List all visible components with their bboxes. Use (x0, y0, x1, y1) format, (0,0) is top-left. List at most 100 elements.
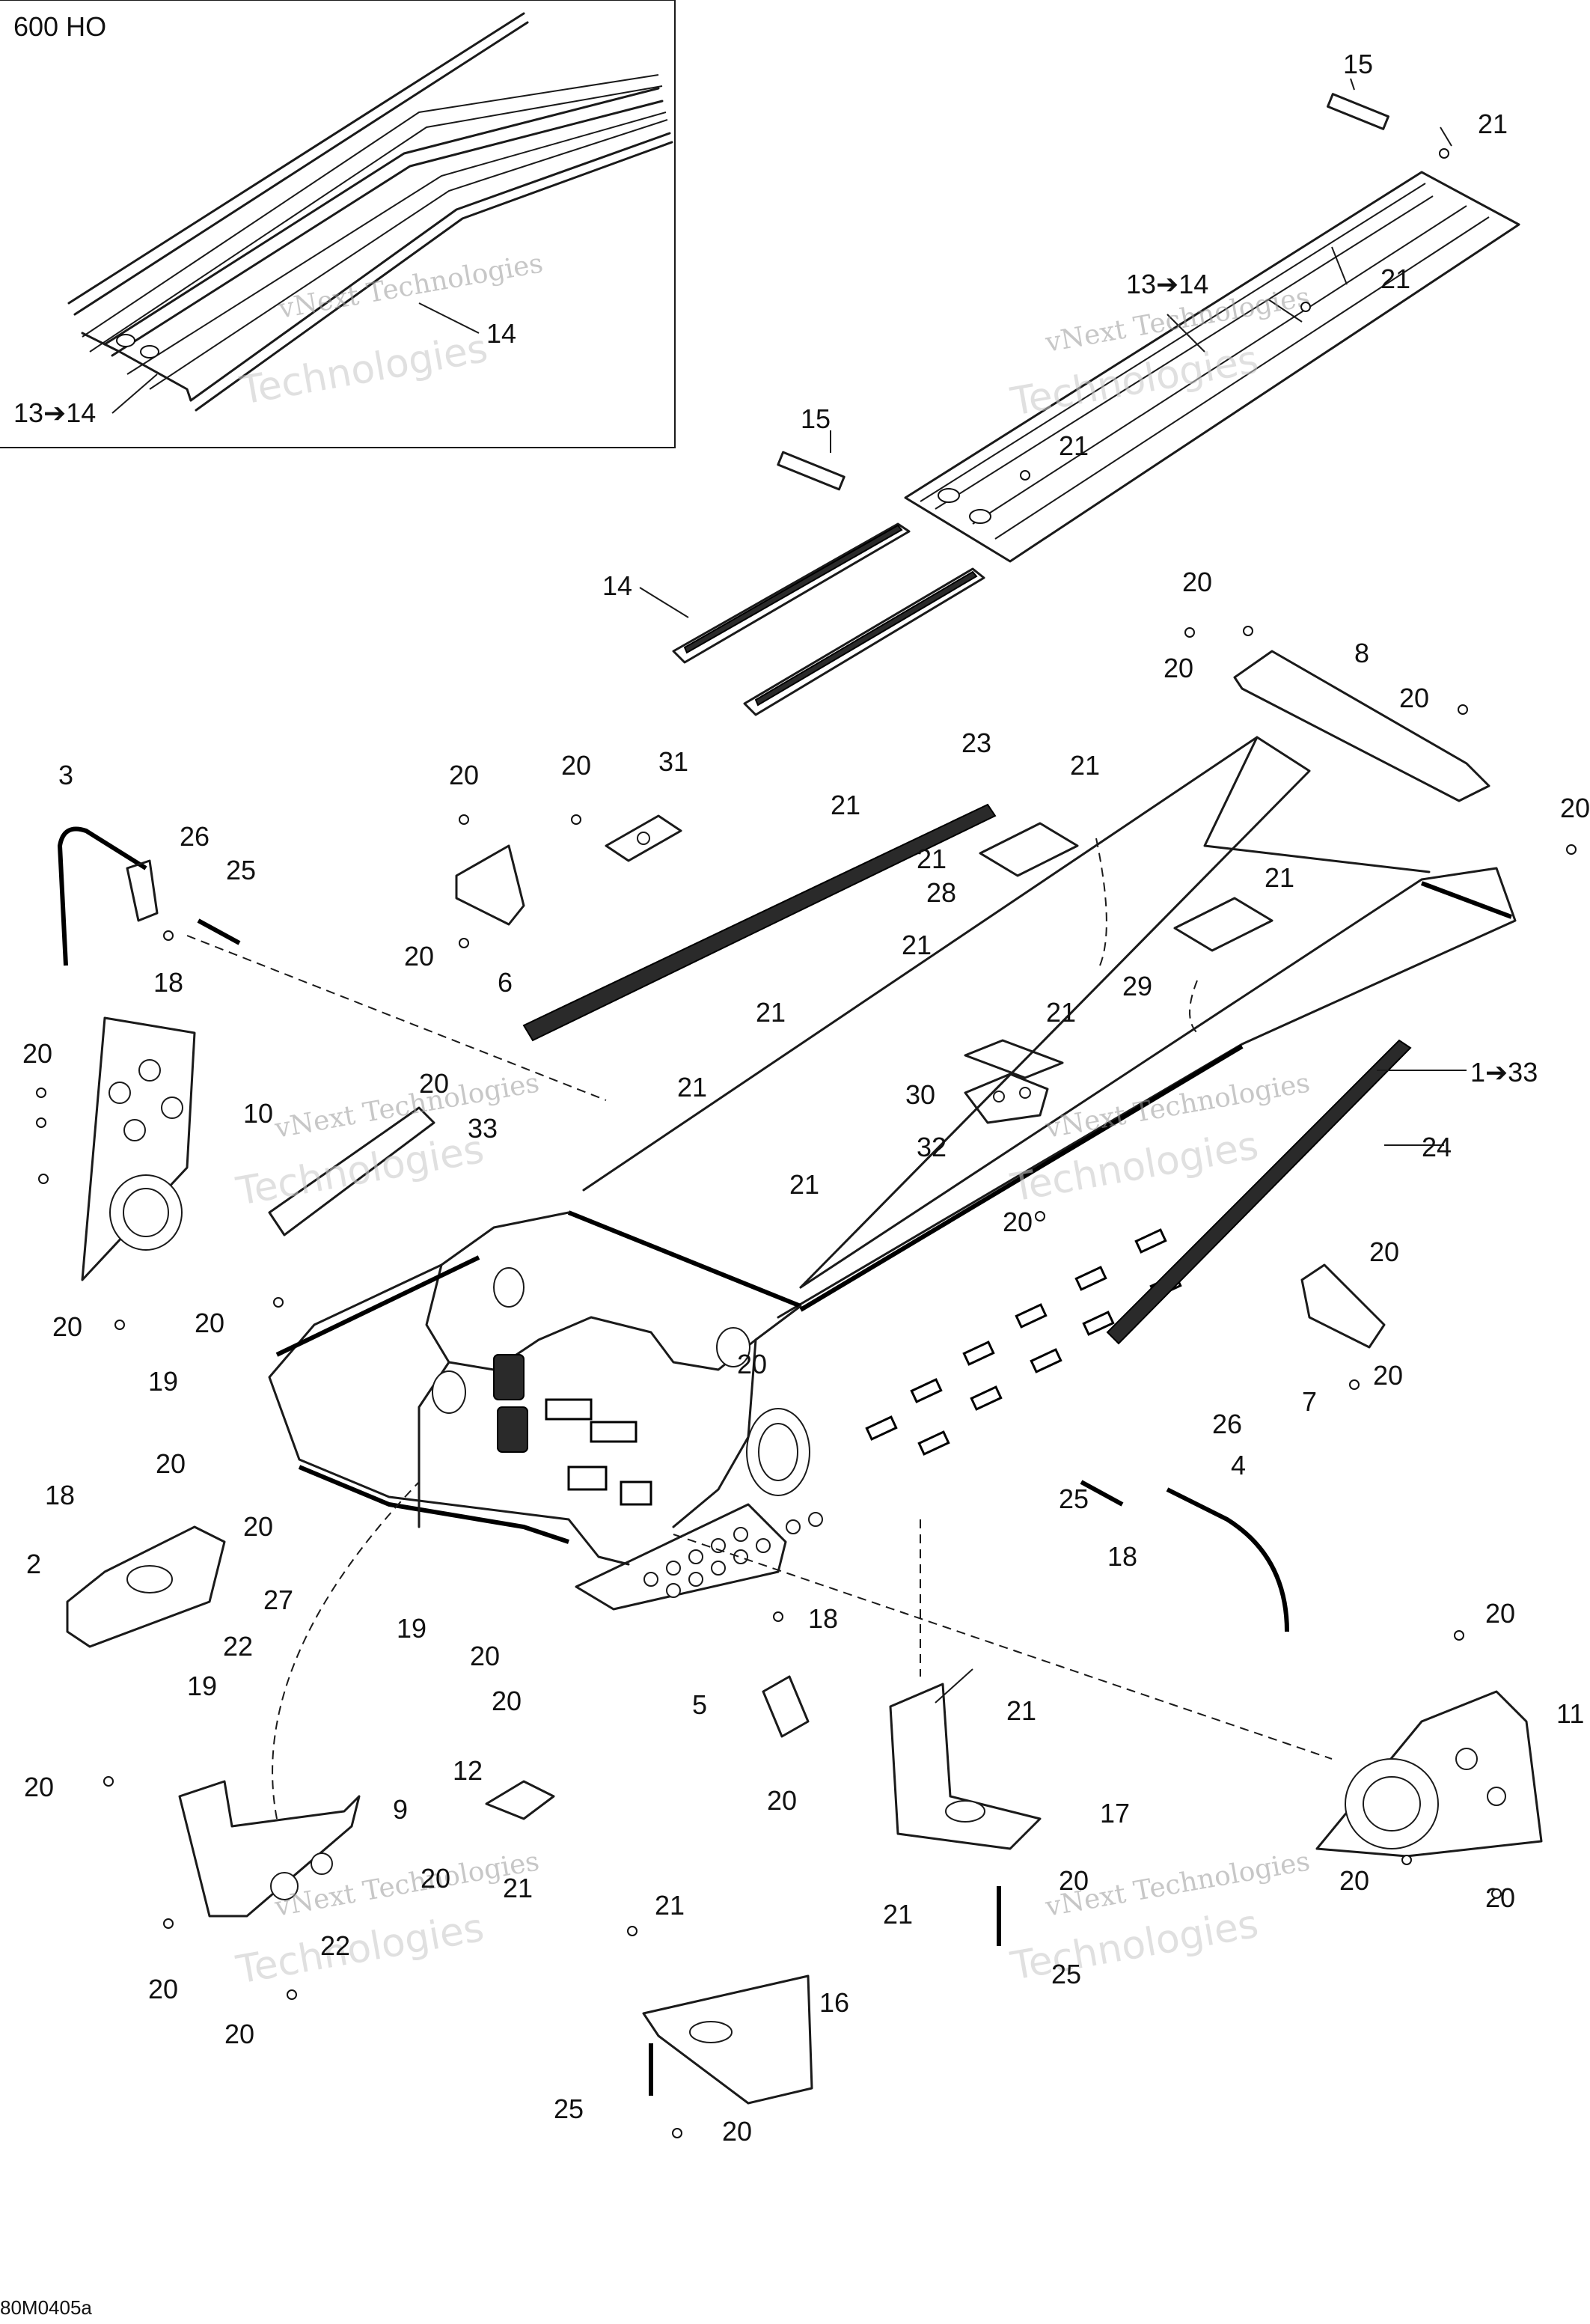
screw-icon (1035, 1211, 1045, 1222)
callout-31: 31 (658, 746, 688, 777)
callout-18: 18 (1107, 1541, 1137, 1572)
screw-icon (773, 1611, 783, 1622)
callout-16: 16 (819, 1987, 849, 2018)
callout-20: 20 (1373, 1360, 1403, 1391)
callout-labels: 15 21 13➔14 21 15 21 14 20 20 8 20 20 3 … (22, 49, 1590, 2147)
callout-20: 20 (1164, 653, 1193, 683)
screw-icon (571, 814, 581, 825)
callout-20: 20 (561, 750, 591, 781)
watermark-text: Technologies (1007, 338, 1262, 425)
callout-26: 26 (1212, 1409, 1242, 1439)
callout-20: 20 (148, 1974, 178, 2004)
cap-icon (969, 509, 991, 524)
screw-icon (103, 1776, 114, 1787)
inset-title: 600 HO (13, 11, 106, 42)
watermark-text: vNext Technologies (272, 1067, 541, 1144)
callout-21: 21 (1046, 997, 1076, 1028)
item-30-bracket (964, 1039, 1064, 1079)
screw-icon (1458, 704, 1468, 715)
callout-20: 20 (767, 1785, 797, 1816)
callout-20: 20 (1560, 793, 1590, 823)
bolt-icon (1080, 1480, 1124, 1507)
lower-right-parts (197, 918, 1543, 2105)
item-33-bracket (268, 1106, 435, 1236)
callout-21: 21 (1265, 862, 1294, 893)
item-10-panel (81, 1016, 196, 1281)
callout-17: 17 (1100, 1798, 1130, 1829)
callout-20: 20 (1485, 1882, 1515, 1913)
bolt-icon (197, 918, 241, 945)
item-32-bracket (964, 1073, 1049, 1124)
leader-lines (186, 838, 1467, 1820)
item-15-strip (1327, 93, 1389, 130)
callout-19: 19 (397, 1613, 426, 1644)
item-17-bracket (889, 1683, 1042, 1850)
callout-30: 30 (905, 1079, 935, 1110)
callout-20: 20 (1003, 1207, 1033, 1237)
item-23-rail (522, 803, 997, 1042)
callout-20: 20 (737, 1349, 767, 1379)
watermark-text: vNext Technologies (275, 248, 545, 325)
callout-20: 20 (243, 1511, 273, 1542)
screw-icon (1491, 1888, 1502, 1899)
callout-20: 20 (492, 1686, 522, 1716)
callout-19: 19 (187, 1671, 217, 1701)
running-board-assembly (639, 78, 1520, 716)
item-6-bracket (455, 844, 525, 926)
item-9-bracket (178, 1780, 361, 1918)
item-24-rail (1106, 1039, 1412, 1345)
callout-20: 20 (404, 941, 434, 972)
callout-21: 21 (655, 1890, 685, 1921)
callout-18: 18 (45, 1480, 75, 1510)
footrest-holes (643, 1512, 823, 1598)
callout-20: 20 (52, 1311, 82, 1342)
screw-icon (36, 1117, 46, 1128)
callout-29: 29 (1122, 971, 1152, 1001)
watermark-text: Technologies (1007, 1902, 1262, 1989)
callout-20: 20 (156, 1448, 186, 1479)
item-2-bracket (66, 1525, 226, 1648)
callout-12: 12 (453, 1755, 483, 1786)
callout-21: 21 (1478, 109, 1508, 139)
screws (36, 148, 1577, 2138)
callout-20: 20 (1059, 1865, 1089, 1896)
callout-21: 21 (902, 930, 932, 960)
callout-25: 25 (1059, 1483, 1089, 1514)
watermark-text: Technologies (233, 1127, 487, 1215)
item-14-bar (672, 522, 911, 664)
screw-icon (459, 938, 469, 948)
item-7-bracket (1300, 1263, 1386, 1349)
callout-18: 18 (808, 1603, 838, 1634)
screw-icon (459, 814, 469, 825)
chassis-main (268, 650, 1517, 1611)
callout-21: 21 (503, 1873, 533, 1903)
callout-20: 20 (195, 1308, 224, 1338)
callout-21: 21 (756, 997, 786, 1028)
watermark-text: vNext Technologies (1042, 1067, 1312, 1144)
callout-6: 6 (498, 967, 513, 998)
item-4-handle (1166, 1487, 1289, 1632)
item-12-part (485, 1780, 555, 1820)
inset-cap-icon (116, 334, 135, 347)
screw-icon (1020, 470, 1030, 481)
callout-32: 32 (917, 1132, 947, 1162)
callout-15: 15 (801, 403, 831, 434)
callout-20: 20 (1339, 1865, 1369, 1896)
callout-20: 20 (449, 760, 479, 790)
callout-14: 14 (486, 318, 516, 349)
callout-20: 20 (470, 1641, 500, 1671)
callout-13-14: 13➔14 (1126, 269, 1208, 299)
screw-icon (287, 1989, 297, 2000)
screw-icon (163, 930, 174, 941)
screw-icon (1243, 626, 1253, 636)
callout-22: 22 (320, 1930, 350, 1961)
watermark-text: Technologies (1007, 1123, 1262, 1211)
inset-600-ho: 600 HO 14 13➔14 (0, 0, 676, 448)
screw-icon (273, 1297, 284, 1308)
screw-icon (1349, 1379, 1360, 1390)
callout-21: 21 (789, 1169, 819, 1200)
callout-25: 25 (554, 2093, 584, 2124)
cap-icon (938, 488, 960, 503)
callout-20: 20 (1485, 1598, 1515, 1629)
